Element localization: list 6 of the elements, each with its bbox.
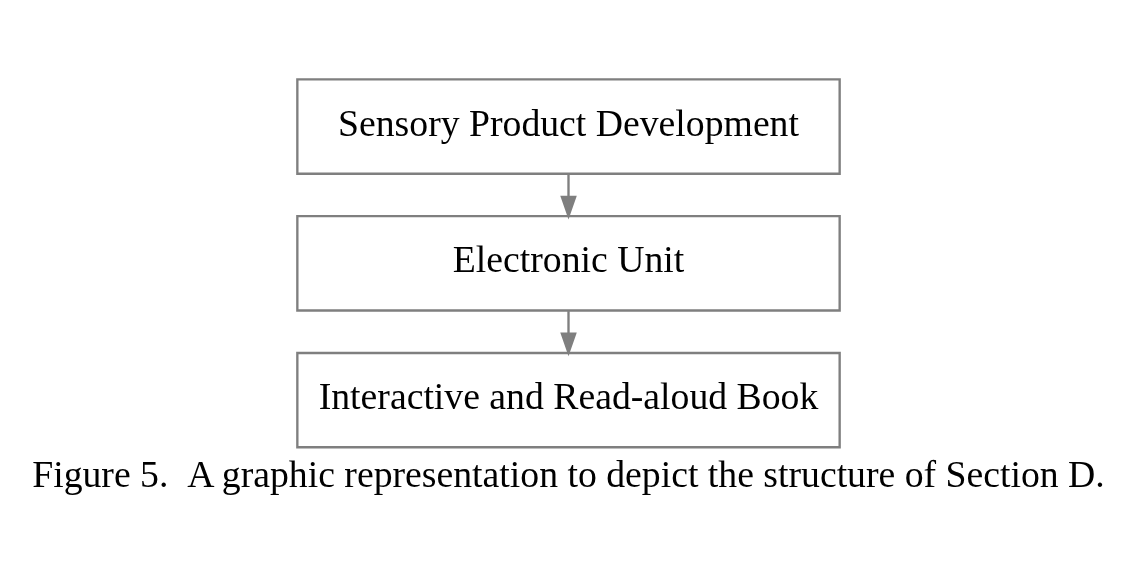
node-box: Sensory Product Development (296, 78, 841, 175)
node-box: Interactive and Read-aloud Book (296, 351, 841, 449)
caption: Figure 5. A graphic representation to depict the structure of Section D. (32, 452, 1105, 495)
node-box: Electronic Unit (296, 215, 841, 312)
arrow (560, 174, 577, 220)
arrow (560, 311, 577, 357)
